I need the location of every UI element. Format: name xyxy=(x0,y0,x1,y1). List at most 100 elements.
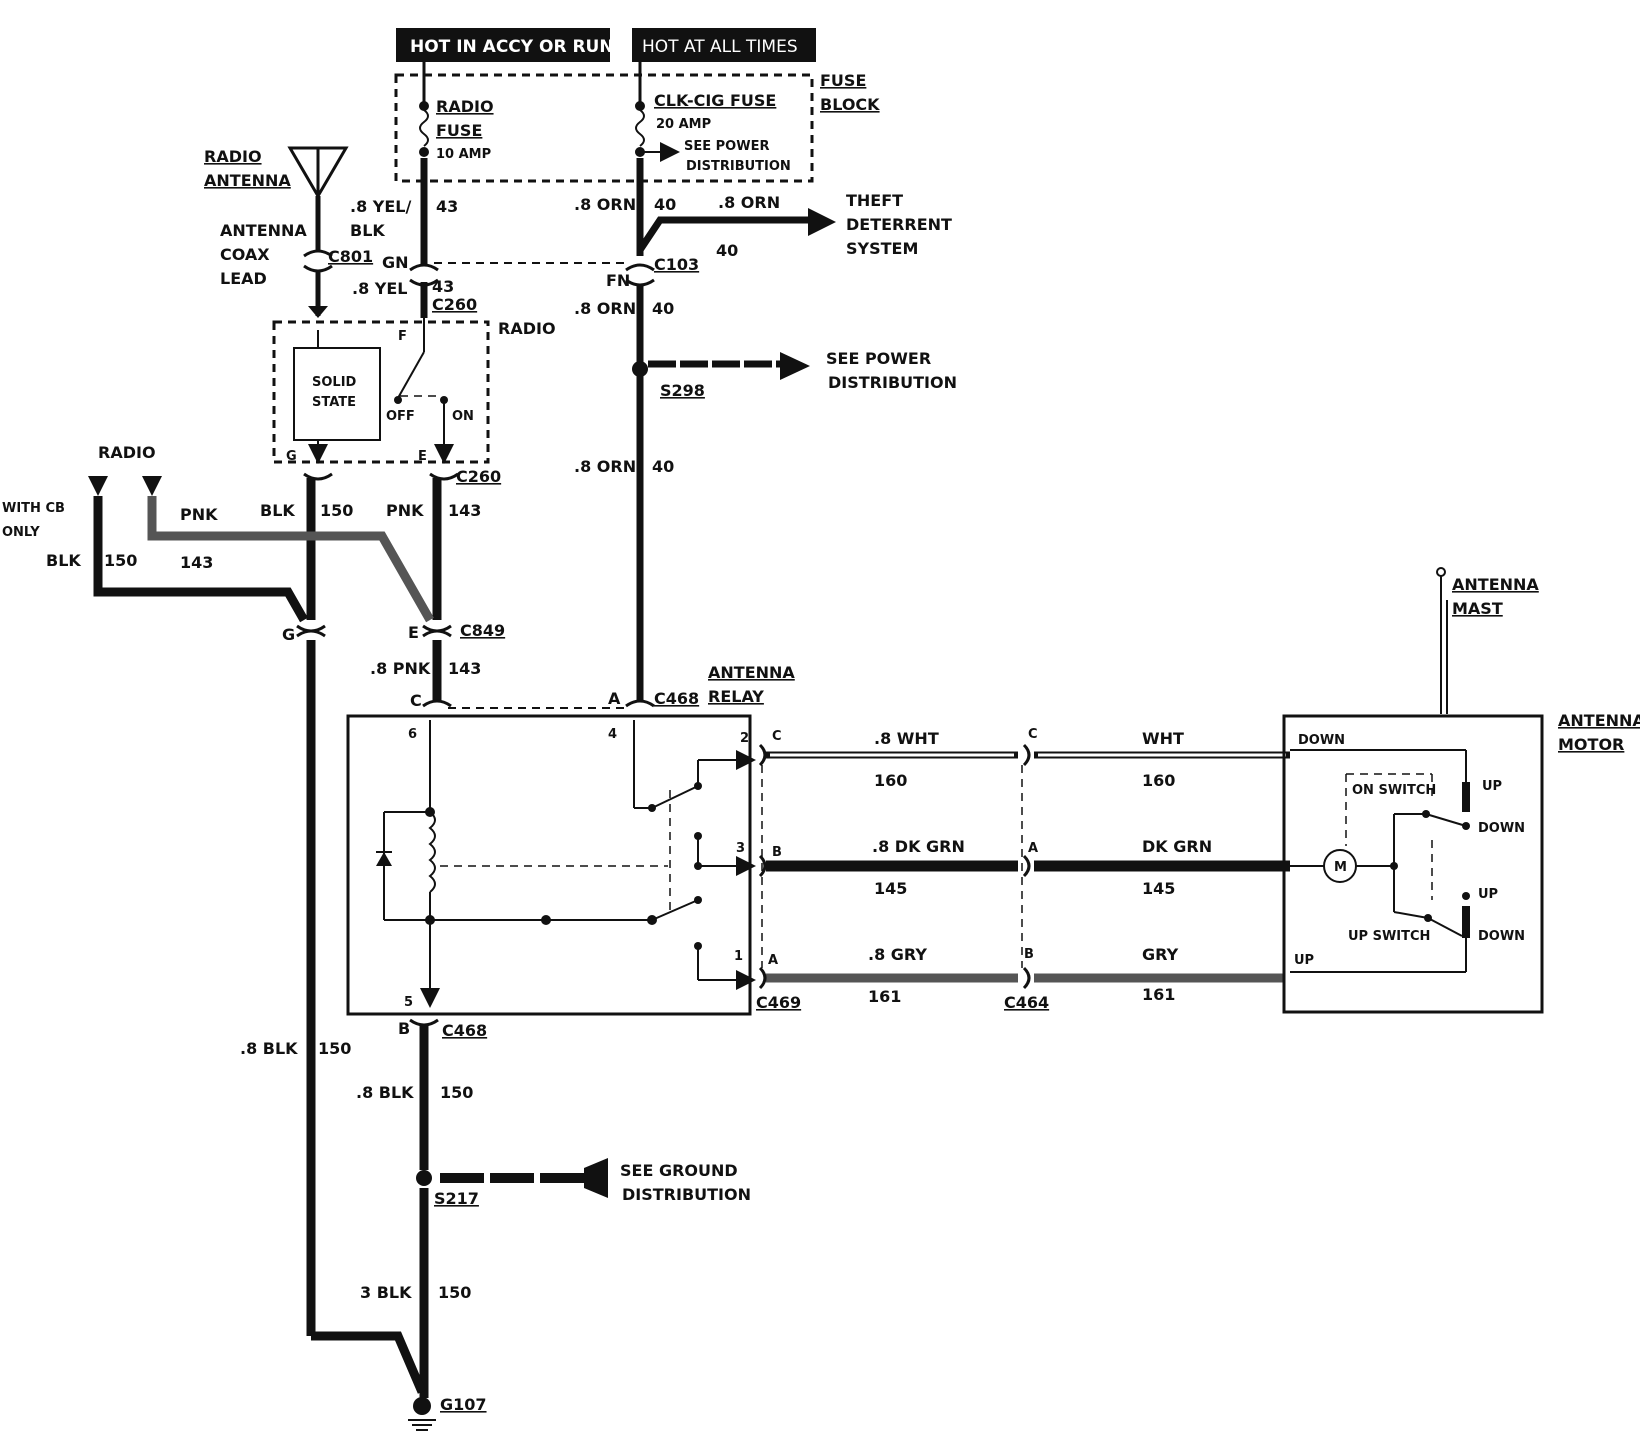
motor-on-switch: ON SWITCH xyxy=(1352,783,1436,798)
antenna-mast-label-1: ANTENNA xyxy=(1452,575,1539,594)
wire-gry-num-a: 161 xyxy=(868,987,901,1006)
wire-blk8-right-num: 150 xyxy=(440,1083,473,1102)
cb-antenna-icon-1 xyxy=(88,476,108,496)
connector-s217: S217 xyxy=(434,1189,479,1208)
radio-fuse-symbol xyxy=(419,62,429,157)
wire-43-color-2: BLK xyxy=(350,221,385,240)
wire-blk150-num: 150 xyxy=(320,501,353,520)
wire-40b-num: 40 xyxy=(652,299,674,318)
connector-s298: S298 xyxy=(660,381,705,400)
motor-m: M xyxy=(1334,860,1347,875)
connector-c801: C801 xyxy=(328,247,373,266)
wire-43b-num: 43 xyxy=(432,277,454,296)
see-power-label-2: DISTRIBUTION xyxy=(828,373,957,392)
radio-cb-label: RADIO xyxy=(98,443,156,462)
antenna-motor-label-2: MOTOR xyxy=(1558,735,1624,754)
coax-label-3: LEAD xyxy=(220,269,267,288)
wire-pnk-cb-num: 143 xyxy=(180,553,213,572)
cb-antenna-icon-2 xyxy=(142,476,162,496)
pin-c464-a: A xyxy=(1028,841,1038,856)
radio-antenna-symbol xyxy=(287,146,349,318)
header-all-times: HOT AT ALL TIMES xyxy=(642,37,798,57)
wire-40t-num: 40 xyxy=(716,241,738,260)
wire-40a-color: .8 ORN xyxy=(574,195,636,214)
relay-pin-5: 5 xyxy=(404,995,413,1010)
pin-c-c468: C xyxy=(410,691,422,710)
wire-40-theft-branch xyxy=(637,216,810,252)
see-power-arrow-icon xyxy=(780,352,810,380)
antenna-relay-label-2: RELAY xyxy=(708,687,764,706)
connector-c260-top: C260 xyxy=(432,295,477,314)
radio-fuse-rating: 10 AMP xyxy=(436,147,491,162)
radio-switch xyxy=(394,318,454,464)
wire-43b-color: .8 YEL xyxy=(352,279,408,298)
wire-blk3-color: 3 BLK xyxy=(360,1283,412,1302)
theft-label-2: DETERRENT xyxy=(846,215,952,234)
clk-cig-fuse-see-1: SEE POWER xyxy=(684,139,769,154)
antenna-relay-label-1: ANTENNA xyxy=(708,663,795,682)
wire-blk8-right-color: .8 BLK xyxy=(356,1083,414,1102)
pin-c464-c: C xyxy=(1028,727,1038,742)
radio-off: OFF xyxy=(386,409,415,424)
relay-pin-6: 6 xyxy=(408,727,417,742)
theft-label-1: THEFT xyxy=(846,191,903,210)
wire-43-num: 43 xyxy=(436,197,458,216)
pin-fn: FN xyxy=(606,271,630,290)
wire-grn-num-b: 145 xyxy=(1142,879,1175,898)
fuse-block-box xyxy=(394,73,814,183)
see-power-label-1: SEE POWER xyxy=(826,349,931,368)
pin-a-c468: A xyxy=(608,689,621,708)
radio-antenna-label-2: ANTENNA xyxy=(204,171,291,190)
clk-cig-fuse-see-2: DISTRIBUTION xyxy=(686,159,791,174)
wire-gry-num-b: 161 xyxy=(1142,985,1175,1004)
solid-state-block xyxy=(293,347,381,441)
wire-40c-color: .8 ORN xyxy=(574,457,636,476)
connector-c468-bottom: C468 xyxy=(442,1021,487,1040)
radio-pin-e: E xyxy=(418,449,427,464)
theft-arrow-icon xyxy=(808,208,836,236)
solid-state-label-2: STATE xyxy=(312,395,356,410)
wire-wht-color-a: .8 WHT xyxy=(874,729,939,748)
wire-wht-color-b: WHT xyxy=(1142,729,1184,748)
pin-c469-b: B xyxy=(772,845,782,860)
see-ground-label-1: SEE GROUND xyxy=(620,1161,738,1180)
splice-s217 xyxy=(416,1170,432,1186)
wire-pnk143-color: PNK xyxy=(386,501,424,520)
theft-label-3: SYSTEM xyxy=(846,239,918,258)
motor-up-2: UP xyxy=(1478,887,1498,902)
connector-c849: C849 xyxy=(460,621,505,640)
wire-cb-pnk xyxy=(147,496,434,623)
connector-c469: C469 xyxy=(756,993,801,1012)
pin-c469-c: C xyxy=(772,729,782,744)
solid-state-label-1: SOLID xyxy=(312,375,357,390)
pin-b-c468: B xyxy=(398,1019,410,1038)
pin-c469-a: A xyxy=(768,953,778,968)
radio-fuse-label-2: FUSE xyxy=(436,121,482,140)
pin-e-c849: E xyxy=(408,623,419,642)
header-accy-run-box xyxy=(396,28,610,62)
connector-c464: C464 xyxy=(1004,993,1049,1012)
ground-g107-icon xyxy=(408,1397,436,1431)
motor-down-2: DOWN xyxy=(1478,929,1525,944)
header-all-times-box xyxy=(632,28,816,62)
wire-blk3-num: 150 xyxy=(438,1283,471,1302)
motor-up-switch: UP SWITCH xyxy=(1348,929,1430,944)
wire-40a-num: 40 xyxy=(654,195,676,214)
radio-pin-f: F xyxy=(398,329,407,344)
motor-down-label: DOWN xyxy=(1298,733,1345,748)
connector-c103: C103 xyxy=(654,255,699,274)
pin-g-c849: G xyxy=(282,625,295,644)
antenna-motor-label-1: ANTENNA xyxy=(1558,711,1640,730)
coax-label-1: ANTENNA xyxy=(220,221,307,240)
fuse-block-label-1: FUSE xyxy=(820,71,866,90)
antenna-motor-box xyxy=(1282,714,1544,1014)
wire-grn-color-b: DK GRN xyxy=(1142,837,1212,856)
connector-c469-symbols xyxy=(758,743,767,990)
antenna-mast-label-2: MAST xyxy=(1452,599,1503,618)
wire-pnk-cb-color: PNK xyxy=(180,505,218,524)
clk-cig-fuse-name: CLK-CIG FUSE xyxy=(654,91,776,110)
wire-pnk8-color: .8 PNK xyxy=(370,659,431,678)
connector-g107: G107 xyxy=(440,1395,487,1414)
radio-box xyxy=(272,320,490,464)
motor-up-label: UP xyxy=(1294,953,1314,968)
